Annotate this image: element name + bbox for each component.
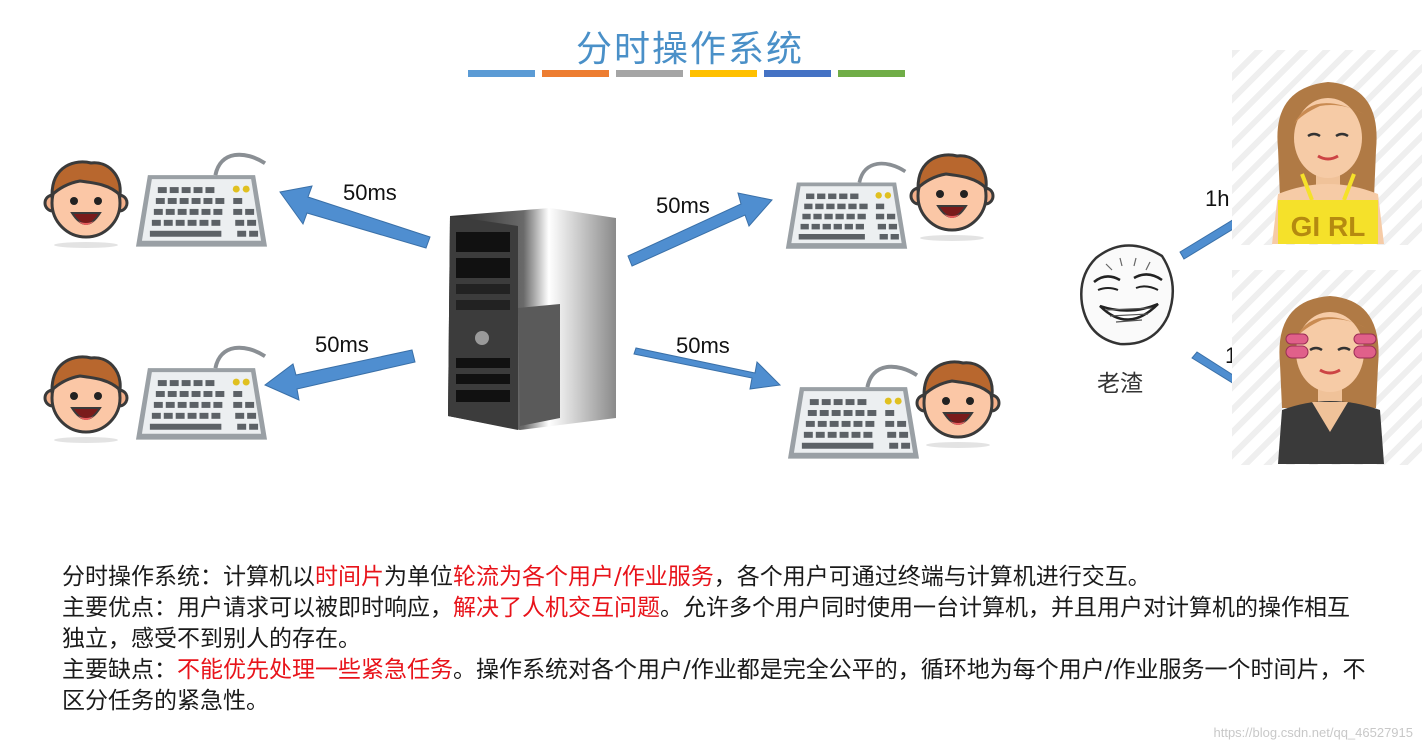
title-color-bars	[468, 70, 905, 77]
watermark: https://blog.csdn.net/qq_46527915	[1213, 725, 1414, 740]
desc1-text-a: 分时操作系统：计算机以	[62, 564, 315, 590]
desc1-text-e: ，各个用户可通过终端与计算机进行交互。	[713, 564, 1151, 590]
desc1-text-c: 为单位	[384, 564, 453, 590]
time-slice-label-top-right: 50ms	[656, 193, 710, 218]
server-tower-icon	[448, 208, 616, 430]
title-bar-2	[542, 70, 609, 77]
title-bar-5	[764, 70, 831, 77]
time-slice-label-bottom-right: 50ms	[676, 333, 730, 358]
desc3-text-c: 。操作系统对各个用户/作业都是完全公平的，循环地为每个用户/作业服务一个时间片，…	[62, 657, 1366, 714]
desc1-highlight-rotate: 轮流为各个用户/作业服务	[453, 564, 714, 590]
troll-face-icon	[1080, 244, 1174, 346]
desc2-text-c: 。允许多个用户同时使用一台计算机，并且用户对计算机的操作相互独立，感受不到别人的…	[62, 595, 1350, 652]
time-label-to-girl: 1h	[1205, 186, 1230, 211]
time-slice-label-top-left: 50ms	[343, 180, 397, 205]
title-bar-3	[616, 70, 683, 77]
woman-avatar-icon	[1278, 296, 1384, 464]
description-line-3: 主要缺点：不能优先处理一些紧急任务。操作系统对各个用户/作业都是完全公平的，循环…	[62, 655, 1372, 717]
time-slice-label-bottom-left: 50ms	[315, 332, 369, 357]
desc2-highlight: 解决了人机交互问题	[453, 595, 660, 621]
description-line-1: 分时操作系统：计算机以时间片为单位轮流为各个用户/作业服务，各个用户可通过终端与…	[62, 562, 1372, 593]
girl-avatar-icon: GI RL	[1272, 82, 1384, 244]
girl-shirt-text: GI RL	[1291, 211, 1366, 242]
title-bar-4	[690, 70, 757, 77]
desc3-highlight: 不能优先处理一些紧急任务	[177, 657, 453, 683]
page-title: 分时操作系统	[575, 29, 804, 70]
desc2-text-a: 主要优点：用户请求可以被即时响应，	[62, 595, 453, 621]
desc1-highlight-time-slice: 时间片	[315, 564, 384, 590]
desc3-text-a: 主要缺点：	[62, 657, 177, 683]
title-bar-1	[468, 70, 535, 77]
title-bar-6	[838, 70, 905, 77]
description-block: 分时操作系统：计算机以时间片为单位轮流为各个用户/作业服务，各个用户可通过终端与…	[62, 562, 1372, 717]
description-line-2: 主要优点：用户请求可以被即时响应，解决了人机交互问题。允许多个用户同时使用一台计…	[62, 593, 1372, 655]
player-label: 老渣	[1097, 371, 1143, 397]
